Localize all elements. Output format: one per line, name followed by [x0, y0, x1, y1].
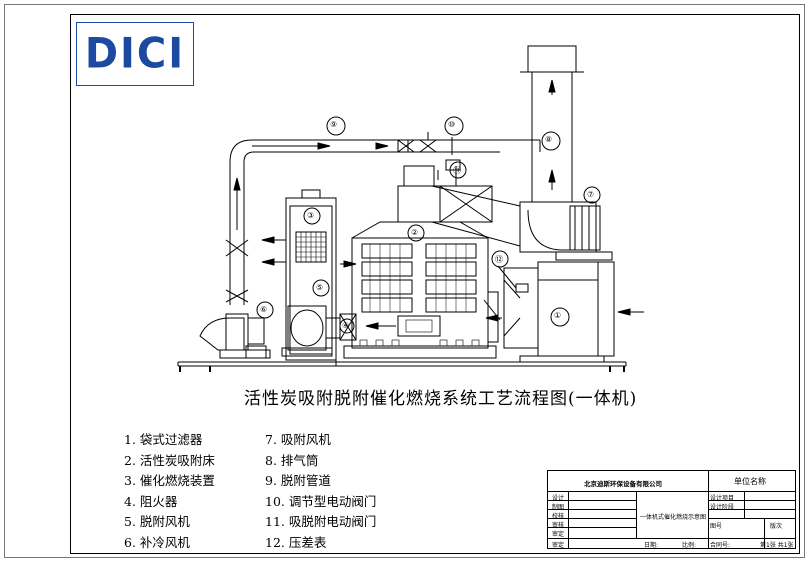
- callout-6: ⑥: [260, 305, 268, 314]
- legend-item: 11. 吸脱附电动阀门: [265, 514, 377, 530]
- legend-item: 10. 调节型电动阀门: [265, 493, 377, 509]
- tb-sheet-info: 第1张 共1张: [760, 542, 794, 549]
- callout-11: ⑪: [453, 166, 461, 175]
- legend-item: 5. 脱附风机: [124, 514, 190, 530]
- logo-text: DICI: [84, 29, 186, 79]
- diagram-title: 活性炭吸附脱附催化燃烧系统工艺流程图(一体机): [244, 389, 638, 409]
- carbon-trays: [361, 243, 477, 313]
- tb-row-design: 设计: [552, 495, 565, 502]
- tb-version: 版次: [770, 523, 783, 530]
- company-logo: DICI: [76, 22, 194, 86]
- desorption-pipe: [225, 132, 541, 305]
- legend-item: 1. 袋式过滤器: [124, 432, 203, 447]
- callout-8: ⑧: [545, 135, 553, 144]
- tb-contract-no: 合同号:: [710, 542, 731, 549]
- legend-item: 6. 补冷风机: [124, 534, 190, 550]
- callout-7: ⑦: [587, 190, 595, 199]
- bag-filter: [483, 261, 644, 363]
- tb-row-draft: 制图: [552, 504, 565, 511]
- legend-item: 2. 活性炭吸附床: [124, 452, 215, 468]
- callout-circles: [256, 116, 601, 334]
- tb-design-stage: 设计阶段: [710, 504, 735, 511]
- legend-item: 12. 压差表: [265, 534, 327, 550]
- adsorption-fan: [431, 166, 613, 261]
- desorption-fan: [281, 305, 341, 366]
- legend-item: 8. 排气筒: [265, 452, 319, 468]
- tb-date: 日期:: [644, 542, 659, 549]
- callout-4: ④: [342, 321, 350, 330]
- drawing-name: 一体机式催化燃烧示意图: [640, 514, 707, 521]
- electric-valve-11: [437, 159, 461, 180]
- legend-item: 9. 脱附管道: [265, 473, 331, 489]
- pressure-gauge: [497, 265, 529, 293]
- tb-row-approve: 审定: [552, 531, 565, 538]
- tb-design-project: 设计项目: [710, 495, 735, 502]
- outer-frame: [4, 4, 805, 558]
- tb-row-check: 校核: [552, 513, 565, 520]
- legend-right: 7. 吸附风机 8. 排气筒 9. 脱附管道 10. 调节型电动阀门 11. 吸…: [265, 430, 376, 554]
- callout-2: ②: [411, 228, 419, 237]
- tb-drawing-no: 图号: [710, 523, 723, 530]
- unit-name: 单位名称: [734, 477, 766, 486]
- callout-5: ⑤: [316, 283, 324, 292]
- catalytic-combustion-unit: [261, 189, 357, 361]
- cooling-fan: [199, 313, 271, 359]
- tb-scale: 比例:: [682, 542, 697, 549]
- title-block: 北京迪斯环保设备有限公司 单位名称 一体机式催化燃烧示意图 设计 制图 校核 审…: [547, 470, 796, 549]
- legend-item: 4. 阻火器: [124, 493, 178, 509]
- callout-9: ⑨: [330, 120, 338, 129]
- legend-item: 7. 吸附风机: [265, 432, 331, 447]
- legend-item: 3. 催化燃烧装置: [124, 473, 215, 489]
- callout-1: ①: [554, 311, 562, 320]
- inner-frame: [70, 14, 800, 554]
- company-name: 北京迪斯环保设备有限公司: [584, 480, 662, 488]
- tb-row-review: 审核: [552, 522, 565, 529]
- tb-row-approve-2: 审定: [552, 542, 565, 549]
- callout-12: ⑫: [495, 255, 503, 264]
- callout-3: ③: [307, 211, 315, 220]
- callout-10: ⑩: [448, 120, 456, 129]
- legend-left: 1. 袋式过滤器 2. 活性炭吸附床 3. 催化燃烧装置 4. 阻火器 5. 脱…: [124, 430, 215, 554]
